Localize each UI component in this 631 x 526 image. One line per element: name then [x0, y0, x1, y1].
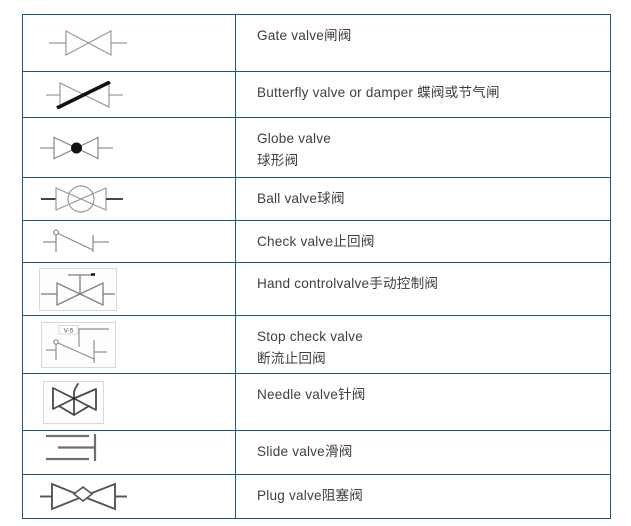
- valve-label: Needle valve针阀: [257, 387, 366, 402]
- valve-label: Butterfly valve or damper 蝶阀或节气闸: [257, 85, 500, 100]
- slide-valve-symbol: [46, 434, 97, 461]
- gate-valve-symbol: [49, 30, 127, 56]
- label-cell: Hand controlvalve手动控制阀: [235, 262, 611, 316]
- hand-control-valve-symbol: [41, 272, 115, 306]
- table-row-plug-valve: Plug valve阻塞阀: [22, 474, 611, 519]
- table-row-needle-valve: Needle valve针阀: [22, 373, 611, 431]
- valve-label: Gate valve闸阀: [257, 28, 352, 43]
- valve-label: Plug valve阻塞阀: [257, 488, 364, 503]
- table-row-check-valve: Check valve止回阀: [22, 220, 611, 263]
- label-cell: Check valve止回阀: [235, 220, 611, 263]
- label-cell: Butterfly valve or damper 蝶阀或节气闸: [235, 71, 611, 118]
- valve-table: Gate valve闸阀 Butterfly valve or damper 蝶…: [22, 14, 611, 519]
- symbol-cell: [22, 262, 236, 316]
- valve-label: Check valve止回阀: [257, 234, 375, 249]
- symbol-cell: [22, 177, 236, 221]
- symbol-cell: [22, 14, 236, 72]
- ball-valve-symbol: [41, 185, 123, 213]
- globe-valve-symbol: [40, 136, 113, 159]
- valve-label: Globe valve: [257, 131, 331, 146]
- symbol-cell: [22, 220, 236, 263]
- table-row-stop-check-valve: V-5 Stop check valve 断流止回阀: [22, 315, 611, 374]
- label-cell: Ball valve球阀: [235, 177, 611, 221]
- label-cell: Needle valve针阀: [235, 373, 611, 431]
- label-cell: Gate valve闸阀: [235, 14, 611, 72]
- table-row-gate-valve: Gate valve闸阀: [22, 14, 611, 72]
- table-row-slide-valve: Slide valve滑阀: [22, 430, 611, 475]
- table-row-hand-control-valve: Hand controlvalve手动控制阀: [22, 262, 611, 316]
- needle-valve-symbol: [52, 382, 97, 416]
- symbol-cell: V-5: [22, 315, 236, 374]
- symbol-image-frame: [43, 380, 104, 424]
- valve-label-cn: 断流止回阀: [257, 351, 326, 366]
- label-cell: Plug valve阻塞阀: [235, 474, 611, 519]
- valve-label: Hand controlvalve手动控制阀: [257, 276, 439, 291]
- valve-label-cn: 球形阀: [257, 153, 299, 168]
- butterfly-valve-symbol: [46, 80, 123, 109]
- label-cell: Slide valve滑阀: [235, 430, 611, 475]
- valve-tag-label: V-5: [64, 327, 74, 334]
- symbol-cell: [22, 373, 236, 431]
- valve-label: Ball valve球阀: [257, 191, 345, 206]
- table-row-globe-valve: Globe valve 球形阀: [22, 117, 611, 178]
- symbol-cell: [22, 474, 236, 519]
- valve-label: Slide valve滑阀: [257, 444, 353, 459]
- plug-valve-symbol: [40, 482, 127, 511]
- table-row-ball-valve: Ball valve球阀: [22, 177, 611, 221]
- label-cell: Globe valve 球形阀: [235, 117, 611, 178]
- symbol-image-frame: V-5: [41, 321, 116, 368]
- symbol-cell: [22, 117, 236, 178]
- table-row-butterfly-valve: Butterfly valve or damper 蝶阀或节气闸: [22, 71, 611, 118]
- valve-label: Stop check valve: [257, 329, 363, 344]
- symbol-image-frame: [39, 267, 117, 311]
- check-valve-symbol: [43, 229, 109, 252]
- symbol-cell: [22, 71, 236, 118]
- symbol-cell: [22, 430, 236, 475]
- stop-check-valve-symbol: V-5: [46, 324, 109, 363]
- label-cell: Stop check valve 断流止回阀: [235, 315, 611, 374]
